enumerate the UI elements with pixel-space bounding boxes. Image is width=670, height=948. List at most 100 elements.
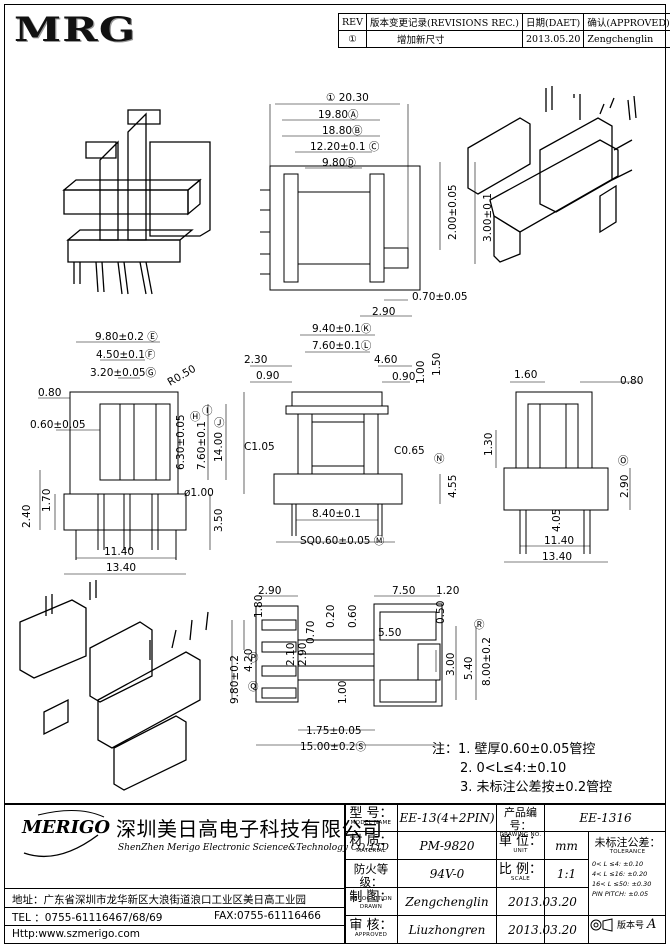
dim-left-13: ø1.00 [184, 487, 214, 499]
dim-left-2: 4.50±0.1Ⓕ [96, 349, 156, 361]
model-value: EE-13(4+2PIN) [399, 811, 495, 825]
revision-change: 增加新尺寸 [365, 30, 524, 48]
note-2: 2. 0<L≤4:±0.10 [460, 761, 567, 776]
merigo-swoosh-icon [23, 809, 105, 858]
tolerance-4: PIN PITCH: ±0.05 [592, 890, 649, 898]
dim-left-16: 3.50 [213, 509, 225, 532]
dim-bottom-9: 0.50 [435, 601, 447, 624]
dim-bottom-1: 2.90 [258, 585, 281, 597]
company-name-en: ShenZhen Merigo Electronic Science&Techn… [118, 843, 389, 853]
dim-bottom-7: 1.20 [436, 585, 459, 597]
side-view [495, 381, 640, 563]
revision-approver: Zengchenglin [583, 30, 670, 48]
dim-front-5: 4.60 [374, 354, 397, 366]
mrg-logo: MRG [14, 10, 137, 50]
company-fax: FAX:0755-61116466 [214, 910, 321, 922]
dim-side-5: 2.90 [619, 475, 631, 498]
drawn-by: Zengchenglin [405, 895, 489, 909]
dim-left-9: 14.00 [213, 432, 225, 462]
material-label: 材 质：MATERIAL [349, 834, 393, 854]
dim-left-14: 2.40 [21, 505, 33, 528]
dim-left-11: Ⓘ [202, 405, 213, 417]
dim-left-4: R0.50 [166, 363, 199, 389]
dim-top-4: 12.20±0.1 Ⓒ [310, 141, 380, 153]
model-label: 型 号：MODEL NAME [349, 806, 393, 826]
dim-top-9: 2.90 [372, 306, 395, 318]
drawing-no-value: EE-1316 [579, 811, 632, 825]
dim-left-18: 13.40 [106, 562, 136, 574]
dim-bottom-19: 5.40 [463, 657, 475, 680]
top-view [260, 103, 476, 317]
dim-front-12: 4.55 [447, 475, 459, 498]
dim-side-6: 4.05 [551, 509, 563, 532]
dim-bottom-17: 1.00 [337, 681, 349, 704]
dim-front-8: 1.00 [415, 361, 427, 384]
dim-left-15: 1.70 [41, 489, 53, 512]
title-block: MERIGO 深圳美日高电子科技有限公司 ShenZhen Merigo Ele… [4, 803, 666, 944]
iso-view-top-right [467, 86, 637, 263]
notes-title: 注： [432, 742, 459, 757]
dim-bottom-10: Ⓡ [474, 619, 485, 631]
version-cell: 版本号 A [590, 917, 666, 932]
tolerance-2: 4< L ≤16: ±0.20 [592, 870, 648, 878]
left-view [38, 341, 245, 575]
dim-bottom-18: 3.00 [445, 653, 457, 676]
dim-front-6: 0.90 [392, 371, 415, 383]
dim-side-1: 1.60 [514, 369, 537, 381]
iso-view-bottom-left [19, 580, 209, 791]
revision-row: ① 增加新尺寸 2013.05.20 Zengchenglin [338, 30, 670, 48]
company-address: 地址：广东省深圳市龙华新区大浪街道浪口工业区美日高工业园 [12, 894, 306, 906]
dim-top-1: ① 20.30 [326, 92, 369, 104]
dim-front-14: SQ0.60±0.05 Ⓜ [300, 535, 385, 547]
dim-left-7: 6.30±0.05 [175, 414, 187, 470]
technical-drawing: ① 20.30 19.80Ⓐ 18.80Ⓑ 12.20±0.1 Ⓒ 9.80Ⓓ … [19, 86, 643, 791]
dim-left-8: 7.60±0.1 [196, 421, 208, 470]
dim-left-12: Ⓙ [214, 417, 225, 429]
front-view [250, 334, 441, 543]
dim-front-4: 0.90 [256, 370, 279, 382]
version-value: A [647, 917, 657, 932]
dim-bottom-15: Ⓟ [248, 652, 259, 664]
tolerance-title: 未标注公差：TOLERANCE [594, 836, 661, 855]
material-value: PM-9820 [419, 839, 475, 853]
drawn-date: 2013.03.20 [508, 895, 577, 909]
drawing-no-label: 产品编号：DRAWING NO. [499, 806, 542, 838]
dim-bottom-14: 9.80±0.2 [229, 655, 241, 704]
dim-front-13: 8.40±0.1 [312, 508, 361, 520]
unit-value: mm [555, 839, 578, 853]
dim-side-7: 11.40 [544, 535, 574, 547]
dim-bottom-8: 5.50 [378, 627, 401, 639]
dim-front-9: C1.05 [244, 441, 275, 453]
dim-top-3: 18.80Ⓑ [322, 125, 363, 137]
dim-front-11: Ⓝ [434, 453, 445, 465]
dim-bottom-3: 0.70 [305, 621, 317, 644]
tolerance-list: 0< L ≤4: ±0.10 4< L ≤16: ±0.20 16< L ≤50… [592, 859, 651, 899]
scale-value: 1:1 [556, 867, 577, 881]
revision-date: 2013.05.20 [521, 30, 585, 48]
note-1: 1. 壁厚0.60±0.05管控 [458, 742, 596, 757]
dim-left-1: 9.80±0.2 Ⓔ [95, 331, 158, 343]
company-website: Http:www.szmerigo.com [12, 928, 141, 940]
company-tel: TEL ：0755-61116467/68/69 [12, 912, 163, 924]
dim-bottom-20: 8.00±0.2 [481, 637, 493, 686]
dim-left-3: 3.20±0.05Ⓖ [90, 367, 157, 379]
dim-top-8: 0.70±0.05 [412, 291, 468, 303]
drawing-sheet [4, 4, 666, 944]
dim-front-10: C0.65 [394, 445, 425, 457]
dim-side-8: 13.40 [542, 551, 572, 563]
company-name-cn: 深圳美日高电子科技有限公司 [116, 817, 383, 841]
dim-top-2: 19.80Ⓐ [318, 109, 359, 121]
version-label: 版本号 [617, 921, 645, 931]
revision-header-row: REV 版本变更记录(REVISIONS REC.) 日期(DAET) 确认(A… [338, 13, 670, 31]
dim-front-3: 2.30 [244, 354, 267, 366]
dim-front-2: 7.60±0.1Ⓛ [312, 340, 372, 352]
projection-symbol-icon [590, 917, 613, 932]
approved-label: 审 核：APPROVED [349, 918, 393, 938]
approved-by: Liuzhongren [408, 923, 486, 937]
unit-label: 单 位：UNIT [498, 834, 543, 854]
dim-side-3: 1.30 [483, 433, 495, 456]
dim-top-7: 3.00±0.1 [482, 193, 494, 242]
dim-side-2: 0.80 [620, 375, 643, 387]
dim-bottom-12: 2.10 [285, 643, 297, 666]
dim-bottom-16: Ⓠ [248, 681, 259, 693]
